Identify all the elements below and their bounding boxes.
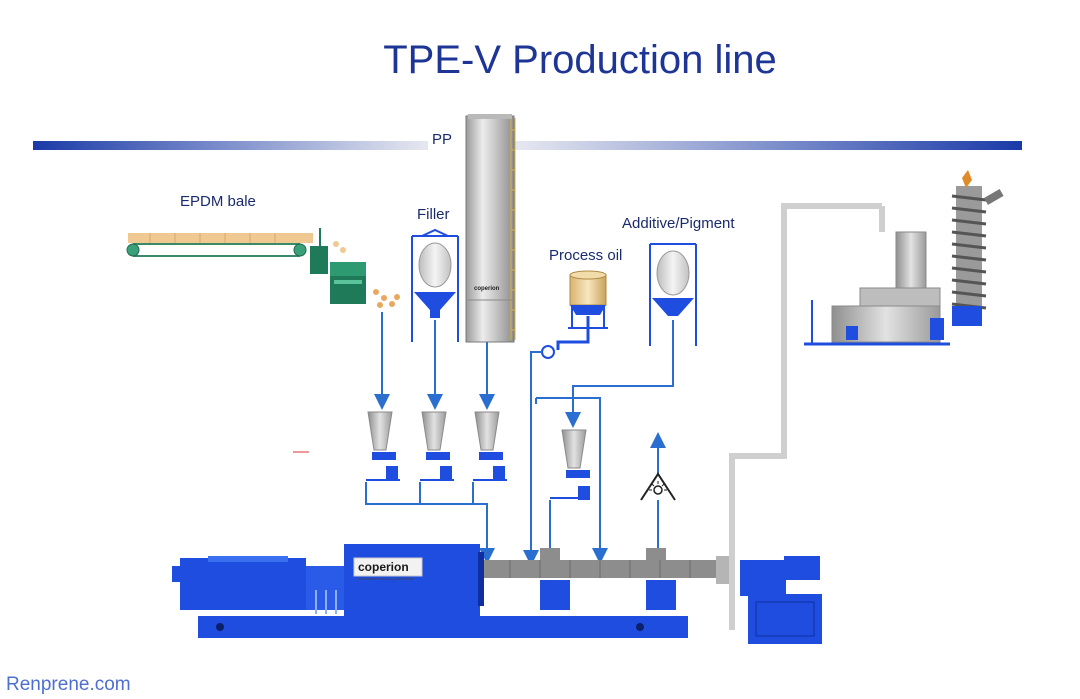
pp-label: PP <box>432 131 453 148</box>
epdm-conveyor <box>126 233 313 257</box>
silo-brand: coperion <box>474 286 500 292</box>
side-frame-line <box>535 397 600 556</box>
vacuum-vent-icon <box>640 472 676 501</box>
extruder <box>172 544 732 638</box>
epdm-label: EPDM bale <box>180 193 256 210</box>
pelletizer <box>740 556 822 644</box>
extruder-brand: coperion <box>358 560 409 574</box>
pp-silo <box>465 114 516 343</box>
additive-pipe <box>565 320 674 428</box>
filler-bag-station <box>411 228 459 342</box>
oil-pipe <box>556 316 590 350</box>
dosing-feeder-4 <box>550 429 590 500</box>
dosing-feeder-3 <box>473 411 507 481</box>
header-bar-left <box>33 141 428 150</box>
oil-pump-icon <box>541 345 555 359</box>
dosing-feeder-1 <box>366 411 400 481</box>
oil-line-to-extruder <box>523 351 542 566</box>
pellet-conveying-pipe <box>729 203 882 630</box>
additive-hopper <box>652 298 694 316</box>
filler-bag <box>418 242 452 288</box>
filler-hopper <box>414 292 456 310</box>
spin-dryer <box>804 231 950 346</box>
dosing-feeder-2 <box>420 411 454 481</box>
feeder-collector-line <box>365 482 495 564</box>
additive-bag <box>656 250 690 296</box>
header-bar-right <box>515 141 1022 150</box>
additive-bag-station <box>649 243 697 346</box>
extruder-tagline: confidence through partnership <box>358 576 414 581</box>
bale-cutter <box>310 228 400 308</box>
page-title: TPE-V Production line <box>383 38 777 82</box>
filler-outlet <box>430 310 440 318</box>
additive-label: Additive/Pigment <box>622 215 735 232</box>
filler-label: Filler <box>417 206 450 223</box>
process-oil-drum <box>568 270 608 329</box>
process-oil-label: Process oil <box>549 247 623 264</box>
coperion-badge <box>353 557 423 577</box>
spiral-elevator <box>951 170 1004 326</box>
footer-watermark: Renprene.com <box>6 674 131 695</box>
